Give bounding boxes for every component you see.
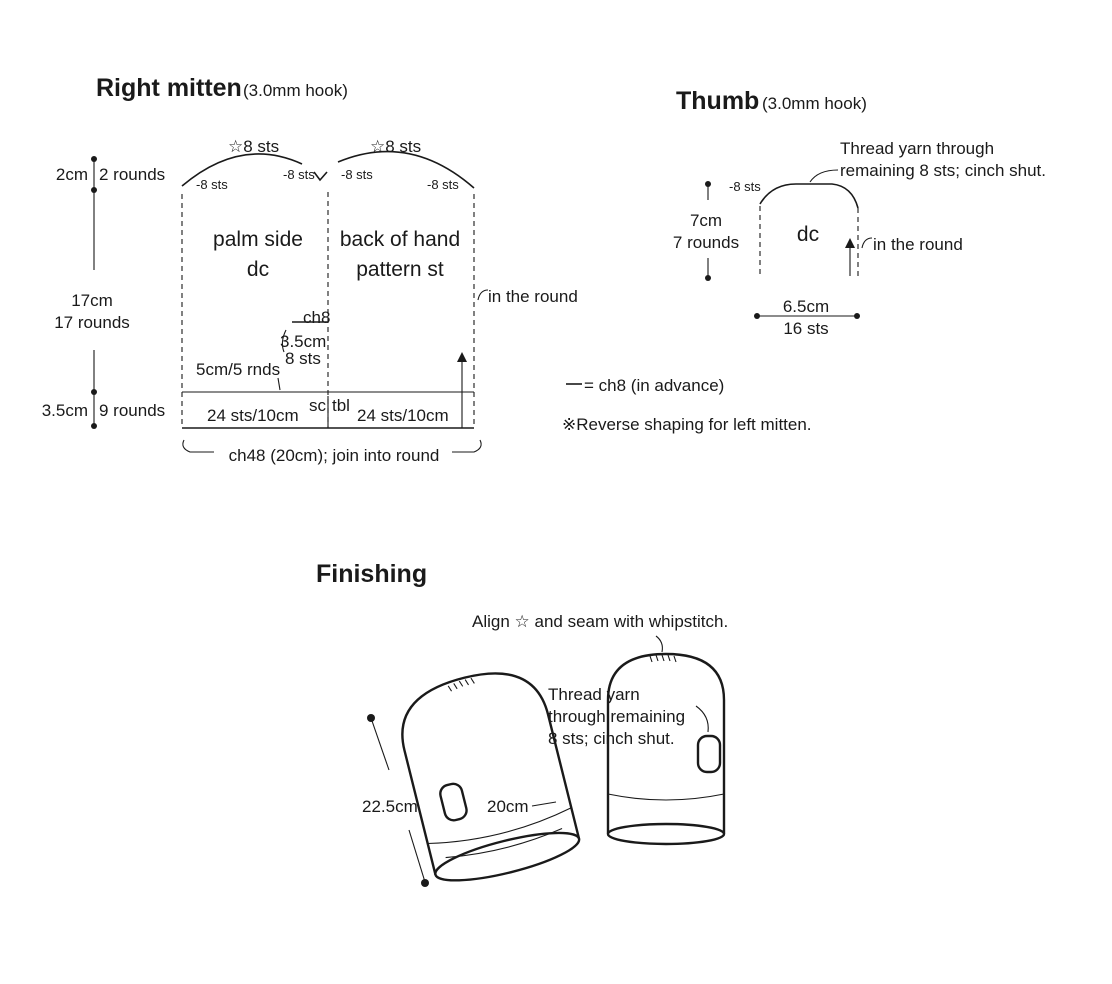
cuff-stitch-sc: sc: [309, 396, 327, 415]
thumb-ch-label: ch8: [303, 308, 330, 327]
thumb-cinch-line2: remaining 8 sts; cinch shut.: [840, 161, 1046, 180]
upright-mitten: [606, 652, 726, 846]
upright-mitten-opening: [606, 822, 726, 846]
thread-note-line2: through remaining: [548, 707, 685, 726]
tilted-mitten-opening: [434, 831, 581, 882]
tilted-mitten-cuff-line: [427, 807, 572, 845]
star-label-left: ☆8 sts: [228, 137, 279, 156]
thumb-cinch-leader: [809, 169, 839, 183]
foundation-chain-label: ch48 (20cm); join into round: [229, 446, 440, 465]
right-mitten-chart: Right mitten (3.0mm hook) ☆8 sts ☆8 sts …: [42, 74, 578, 465]
upright-mitten-body: [606, 652, 726, 834]
legend-reverse-note: ※Reverse shaping for left mitten.: [562, 415, 812, 434]
gauge-right-label: 24 sts/10cm: [357, 406, 449, 425]
in-round-label: in the round: [488, 287, 578, 306]
foundation-bracket-left: [182, 439, 214, 453]
tilted-mitten-body: [401, 672, 581, 875]
align-note-leader: [655, 635, 663, 653]
thumb-sts-label: 8 sts: [285, 349, 321, 368]
round-hook-mark: [477, 289, 489, 301]
legend: = ch8 (in advance) ※Reverse shaping for …: [562, 376, 812, 434]
back-stitch-label: pattern st: [356, 258, 444, 281]
finishing-title: Finishing: [316, 560, 427, 588]
thumb-stitch-label: dc: [797, 223, 819, 246]
legend-ch8-note: = ch8 (in advance): [584, 376, 724, 395]
thumb-width-cm: 6.5cm: [783, 297, 829, 316]
right-mitten-hook: (3.0mm hook): [243, 81, 348, 100]
dec-label-3: -8 sts: [341, 167, 373, 182]
thumb-hook: (3.0mm hook): [762, 94, 867, 113]
back-top-arc: [337, 150, 475, 189]
thread-note-line1: Thread yarn: [548, 685, 640, 704]
top-cm-label: 2cm: [56, 165, 88, 184]
thumb-position-label: 5cm/5 rnds: [196, 360, 280, 379]
palm-top-arc: [181, 153, 303, 187]
tilted-mitten-thumb-hole: [439, 782, 468, 822]
thumb-width-sts: 16 sts: [783, 319, 828, 338]
cuff-rounds-label: 9 rounds: [99, 401, 165, 420]
upright-mitten-cuff-line: [607, 793, 725, 801]
finishing-align-note: Align ☆ and seam with whipstitch.: [472, 612, 728, 631]
thumb-top-arc: [759, 183, 859, 209]
palm-stitch-label: dc: [247, 258, 269, 281]
center-v-mark: [313, 171, 328, 182]
dim-dot-bottom: [91, 423, 97, 429]
cuff-stitch-tbl: tbl: [332, 396, 350, 415]
finishing-illustration: Finishing Align ☆ and seam with whipstit…: [316, 560, 728, 887]
tilted-mitten: [401, 672, 581, 882]
upright-seam-stitches: [649, 654, 677, 663]
palm-side-label: palm side: [213, 228, 303, 251]
star-label-right: ☆8 sts: [370, 137, 421, 156]
thumb-cinch-line1: Thread yarn through: [840, 139, 994, 158]
thumb-dec-label: -8 sts: [729, 179, 761, 194]
back-of-hand-label: back of hand: [340, 228, 460, 251]
thumb-height-rounds: 7 rounds: [673, 233, 739, 252]
dec-label-2: -8 sts: [283, 167, 315, 182]
thumb-in-round-label: in the round: [873, 235, 963, 254]
thread-note-leader: [695, 705, 709, 733]
thread-note-line3: 8 sts; cinch shut.: [548, 729, 675, 748]
mid-rounds-label: 17 rounds: [54, 313, 130, 332]
mid-cm-label: 17cm: [71, 291, 113, 310]
dec-label-1: -8 sts: [196, 177, 228, 192]
dec-label-4: -8 sts: [427, 177, 459, 192]
thumb-chart: Thumb (3.0mm hook) Thread yarn through r…: [673, 87, 1046, 338]
cuff-cm-label: 3.5cm: [42, 401, 88, 420]
finishing-length-label: 22.5cm: [362, 797, 418, 816]
gauge-left-label: 24 sts/10cm: [207, 406, 299, 425]
tilted-seam-stitches: [447, 677, 475, 692]
right-mitten-title: Right mitten: [96, 74, 242, 102]
thumb-title: Thumb: [676, 87, 759, 115]
upright-mitten-thumb: [696, 734, 722, 774]
foundation-bracket-right: [452, 439, 482, 453]
thumb-height-cm: 7cm: [690, 211, 722, 230]
finishing-circumference-label: 20cm: [487, 797, 529, 816]
round-arrow-head: [457, 352, 467, 362]
thumb-cm-label: 3.5cm: [280, 332, 326, 351]
top-rounds-label: 2 rounds: [99, 165, 165, 184]
thumb-round-arrow: [845, 238, 855, 248]
